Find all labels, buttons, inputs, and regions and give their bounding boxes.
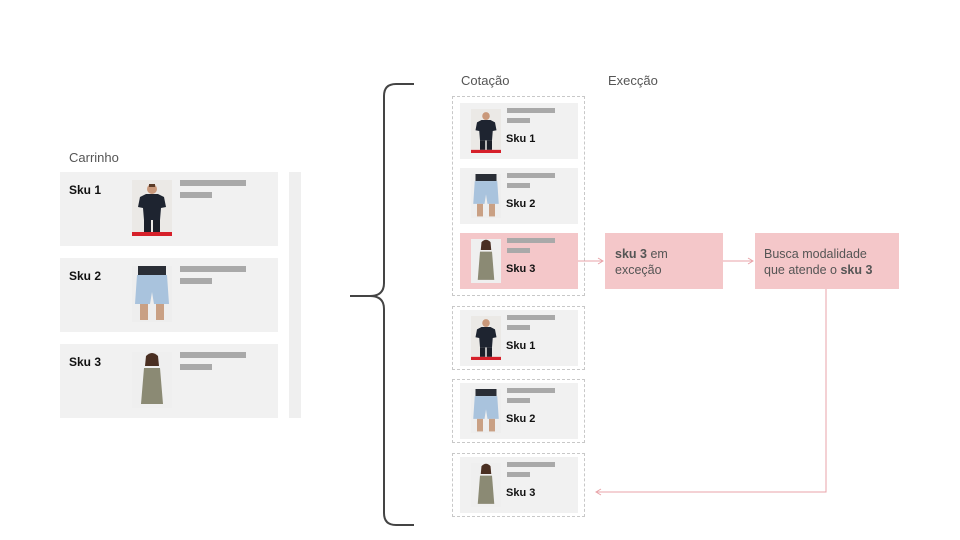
text-placeholder [507,248,530,253]
quote-item-sku-label: Sku 3 [506,487,536,499]
cart-item[interactable]: Sku 1 [60,172,278,246]
quote-item-sku-label: Sku 3 [506,263,536,275]
cart-title: Carrinho [69,150,119,165]
quote-item-sku-label: Sku 1 [506,133,536,145]
text-placeholder [507,325,530,330]
text-placeholder [180,364,212,370]
denim-shorts-product-image [132,266,172,322]
cart-item[interactable]: Sku 3 [60,344,278,418]
arrow-search-to-new-sku3 [597,289,827,493]
black-tshirt-product-image [471,109,501,153]
quote-item[interactable]: Sku 3 [460,457,578,513]
text-placeholder [180,266,246,272]
cart-item-sku-label: Sku 2 [69,269,102,283]
denim-shorts-product-image [471,174,501,218]
denim-shorts-product-image [471,389,501,433]
quote-group [452,306,585,370]
text-placeholder [507,183,530,188]
olive-dress-product-image [132,352,172,408]
text-placeholder [180,192,212,198]
exception-box: sku 3 em exceção [605,233,723,289]
text-placeholder [180,278,212,284]
search-modality-sku: sku 3 [840,263,873,277]
text-placeholder [507,388,555,393]
olive-dress-product-image [471,239,501,283]
quote-group [452,379,585,443]
quote-item[interactable]: Sku 2 [460,383,578,439]
text-placeholder [507,462,555,467]
quote-group [452,453,585,517]
black-tshirt-product-image [132,180,172,236]
quote-item-sku-label: Sku 1 [506,340,536,352]
cart-scrollbar[interactable] [289,172,301,418]
quote-item[interactable]: Sku 1 [460,310,578,366]
text-placeholder [507,118,530,123]
exception-text: exceção [615,263,662,277]
quote-group [452,96,585,296]
text-placeholder [507,398,530,403]
exception-sku: sku 3 [615,247,647,261]
text-placeholder [507,238,555,243]
quote-item[interactable]: Sku 2 [460,168,578,224]
text-placeholder [507,315,555,320]
olive-dress-product-image [471,463,501,507]
cart-item[interactable]: Sku 2 [60,258,278,332]
curly-brace [350,83,414,526]
text-placeholder [507,472,530,477]
exception-title: Execção [608,73,658,88]
arrowhead [595,488,602,496]
text-placeholder [180,180,246,186]
search-modality-box: Busca modalidade que atende o sku 3 [755,233,899,289]
black-tshirt-product-image [471,316,501,360]
arrowhead [747,257,754,265]
arrowhead [597,257,604,265]
quote-item-exception[interactable]: Sku 3 [460,233,578,289]
exception-text: em [646,247,668,261]
quote-item[interactable]: Sku 1 [460,103,578,159]
search-modality-text: Busca modalidade [764,247,867,261]
quote-title: Cotação [461,73,510,88]
cart-item-sku-label: Sku 1 [69,183,102,197]
quote-item-sku-label: Sku 2 [506,413,536,425]
text-placeholder [507,173,555,178]
text-placeholder [180,352,246,358]
quote-item-sku-label: Sku 2 [506,198,536,210]
cart-item-sku-label: Sku 3 [69,355,102,369]
search-modality-text: que atende o [764,263,841,277]
text-placeholder [507,108,555,113]
